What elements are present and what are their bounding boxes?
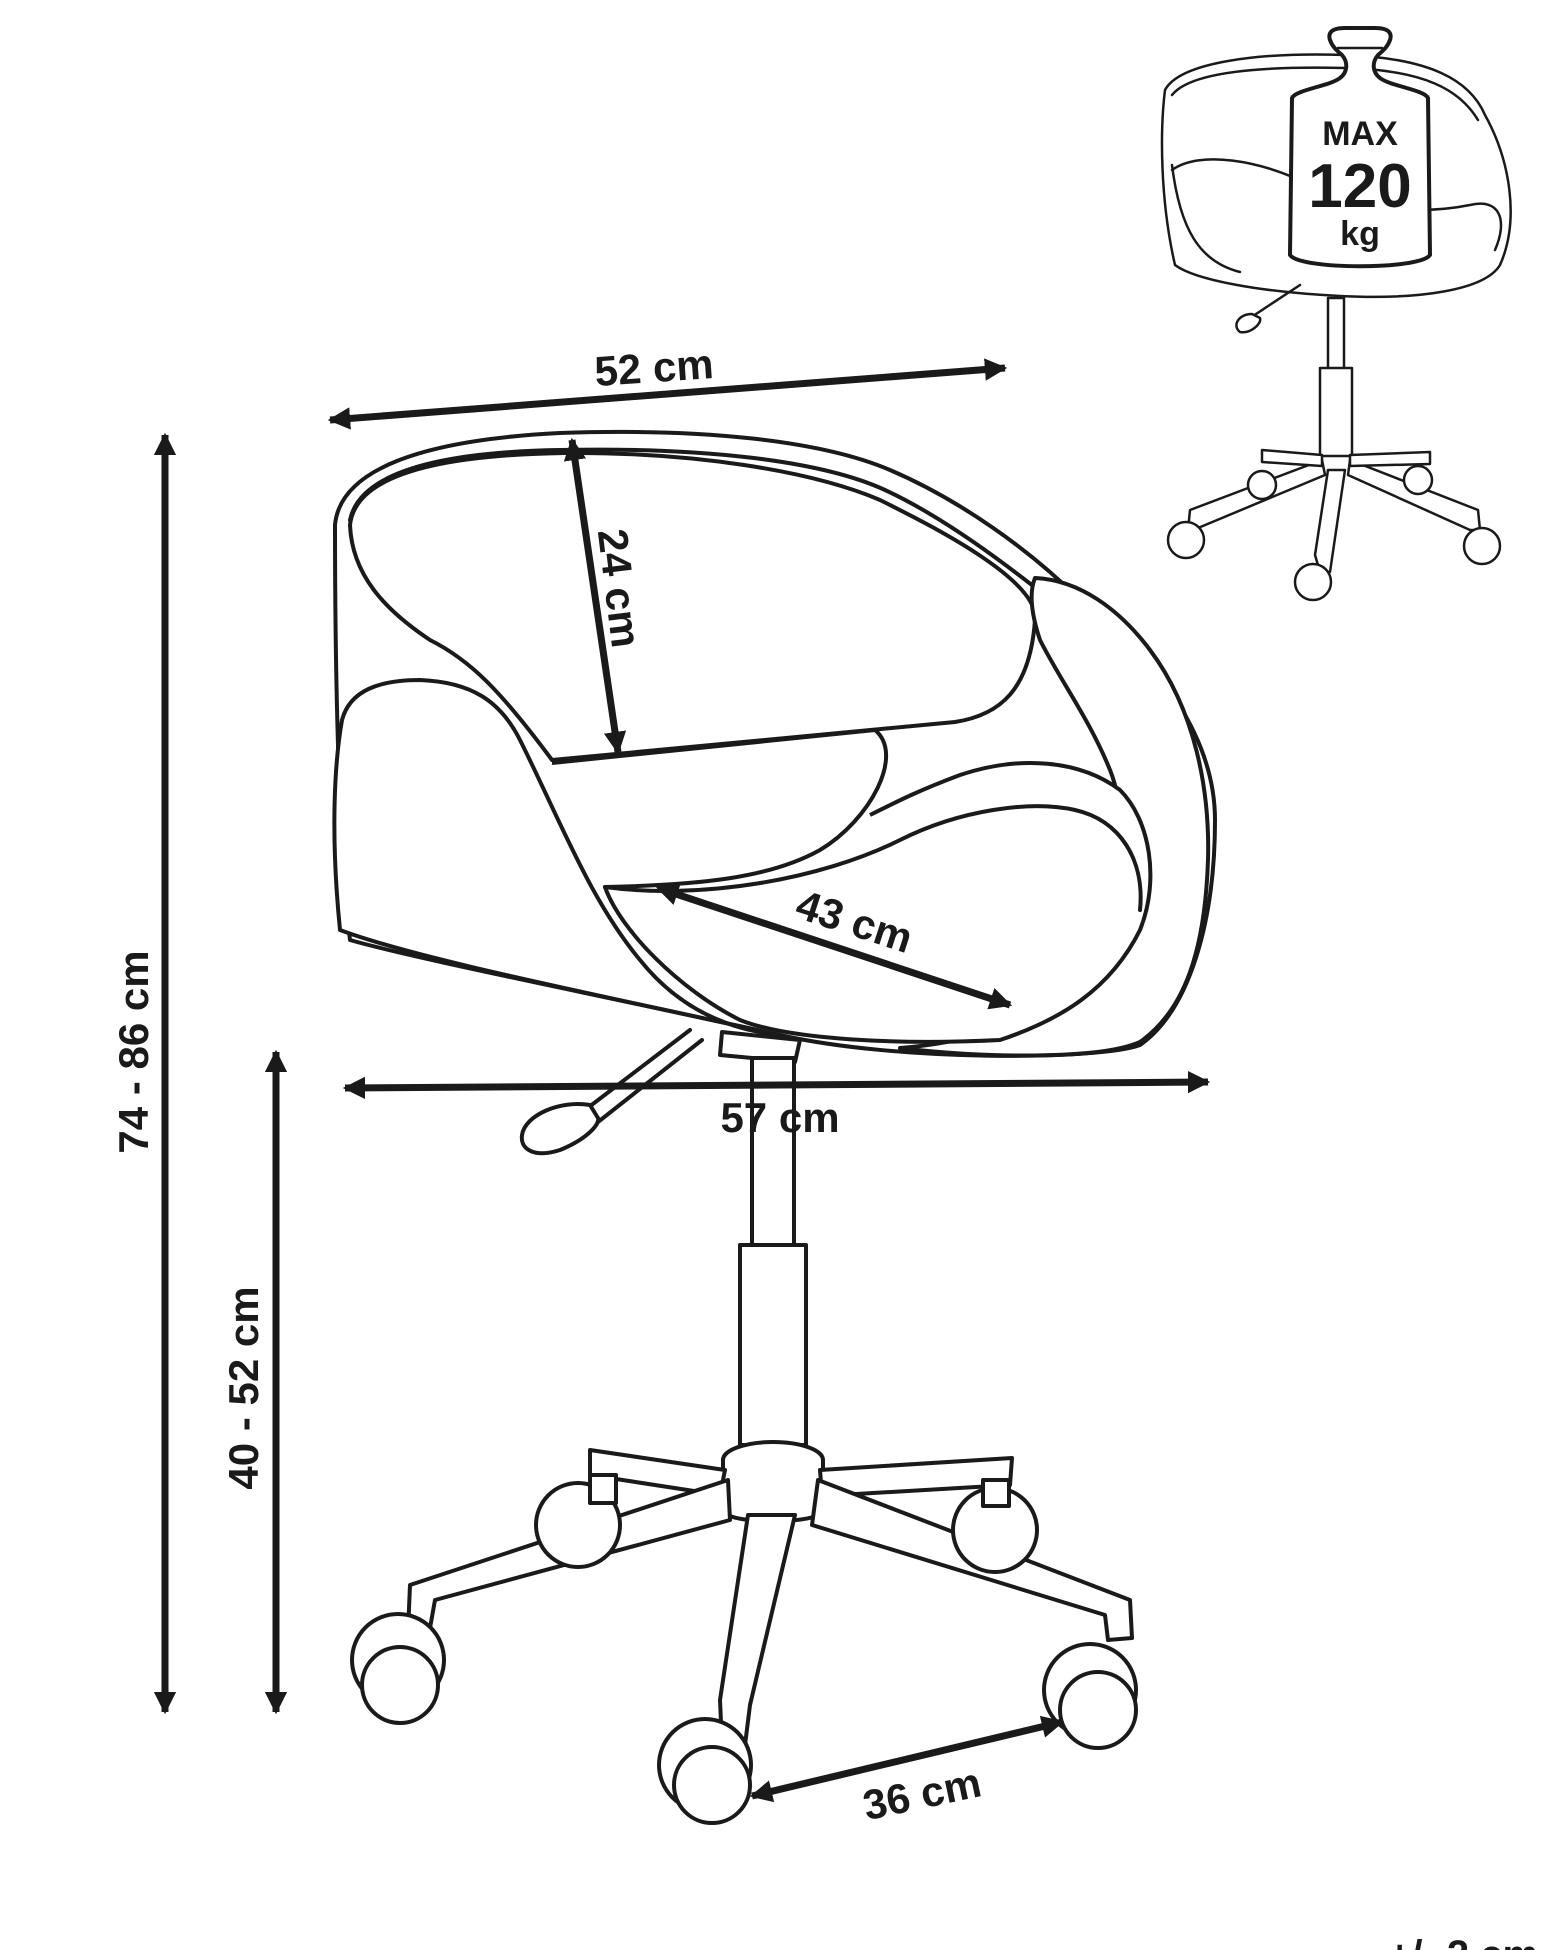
mini-chair-leg-back-left — [1260, 448, 1324, 468]
label-overall-width: 57 cm — [720, 1094, 839, 1141]
mini-chair-arm — [1170, 163, 1242, 274]
height-lever-handle — [519, 1102, 601, 1156]
caster-front-center — [657, 1717, 753, 1825]
tolerance-note: +/- 2 cm — [1388, 1933, 1538, 1950]
max-load-line3: kg — [1340, 215, 1380, 253]
base-leg-front-center — [718, 1513, 797, 1747]
mini-chair-lever — [1248, 283, 1302, 320]
mini-chair-leg-back-right — [1348, 450, 1432, 468]
mini-caster-left — [1166, 520, 1206, 560]
height-lever-rod — [583, 1028, 692, 1112]
arrow-backrest-width — [327, 358, 1008, 430]
mini-caster-back-left — [1246, 469, 1278, 501]
base-hub-body — [721, 1460, 825, 1524]
arrow-backrest-height — [563, 437, 627, 755]
label-seat-height: 40 - 52 cm — [220, 1286, 267, 1489]
caster-front-right — [1042, 1642, 1138, 1750]
label-total-height: 74 - 86 cm — [110, 950, 157, 1153]
max-load-line1: MAX — [1322, 115, 1398, 153]
mini-chair-leg-center — [1313, 468, 1347, 574]
mini-caster-right — [1462, 526, 1502, 566]
arrow-overall-width — [342, 1070, 1211, 1100]
mini-chair-cylinder-lower — [1318, 366, 1354, 458]
caster-back-right — [951, 1478, 1039, 1574]
weight-icon-body — [1288, 26, 1432, 269]
mini-caster-back-right — [1402, 464, 1434, 496]
mini-chair-lever-handle — [1235, 312, 1262, 334]
gas-cylinder-lower — [738, 1243, 808, 1447]
label-backrest-width: 52 cm — [593, 340, 715, 395]
chair-back-inner-rim — [348, 447, 1072, 617]
height-lever-rod-2 — [596, 1038, 704, 1124]
caster-front-left — [350, 1612, 446, 1725]
max-load-weight-icon: MAX 120 kg — [1288, 26, 1432, 269]
back-cushion — [348, 450, 1038, 762]
mini-caster-center — [1293, 562, 1333, 602]
left-armrest — [332, 678, 782, 1037]
mini-chair-cylinder-upper — [1326, 296, 1346, 372]
caster-back-left — [534, 1473, 622, 1569]
arrow-wheel-spacing — [749, 1715, 1065, 1803]
dimension-arrows — [153, 358, 1211, 1803]
arrow-seat-depth — [655, 883, 1013, 1010]
max-load-line2: 120 — [1308, 152, 1411, 221]
